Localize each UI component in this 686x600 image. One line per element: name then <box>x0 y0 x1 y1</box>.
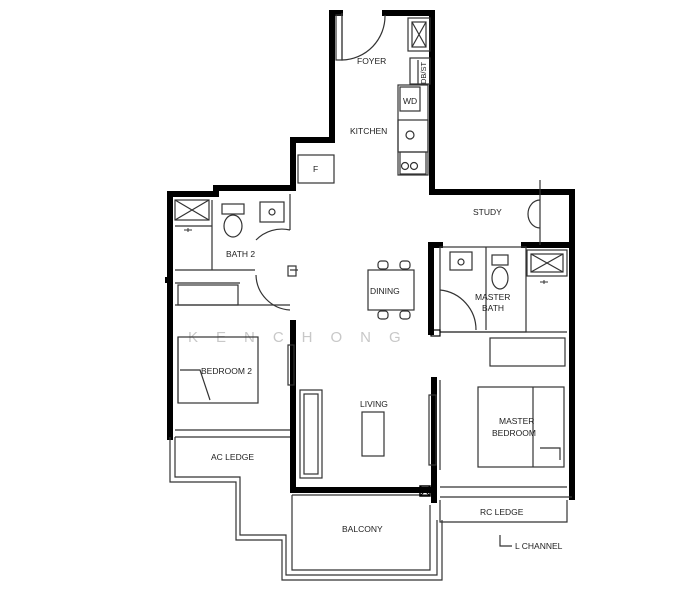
label-l-channel: L CHANNEL <box>515 541 563 551</box>
label-kitchen: KITCHEN <box>350 126 387 136</box>
label-db-st: DB/ST <box>419 61 428 84</box>
label-ac-ledge: AC LEDGE <box>211 452 254 462</box>
label-master-bedroom-line1: MASTER <box>499 416 534 426</box>
shower-icon <box>184 228 548 284</box>
interior-lines <box>169 13 572 581</box>
small-markers <box>419 329 441 497</box>
label-master-bedroom-line2: BEDROOM <box>492 428 536 438</box>
label-fridge: F <box>313 164 318 174</box>
label-master-bath-line1: MASTER <box>475 292 510 302</box>
label-wd: WD <box>403 96 417 106</box>
label-living: LIVING <box>360 399 388 409</box>
exterior-walls <box>165 10 575 503</box>
label-study: STUDY <box>473 207 502 217</box>
label-balcony: BALCONY <box>342 524 383 534</box>
label-rc-ledge: RC LEDGE <box>480 507 524 517</box>
label-foyer: FOYER <box>357 56 386 66</box>
label-master-bath-line2: BATH <box>482 303 504 313</box>
label-bath2: BATH 2 <box>226 249 255 259</box>
label-bedroom2: BEDROOM 2 <box>201 366 252 376</box>
label-dining: DINING <box>370 286 400 296</box>
